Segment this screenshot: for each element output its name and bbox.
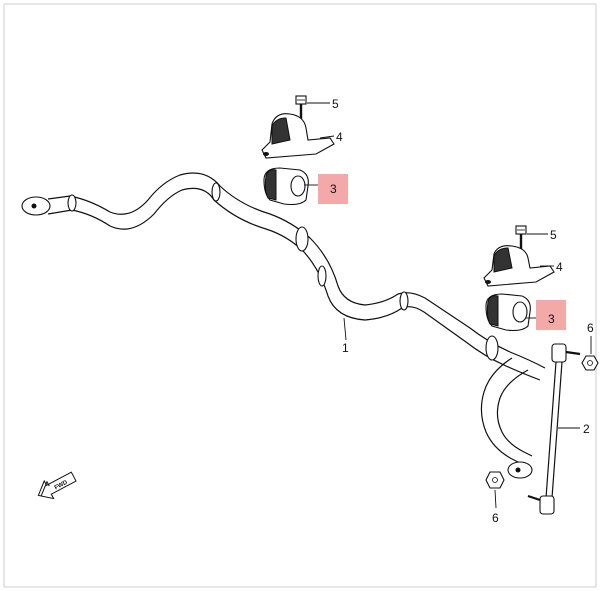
bushing-right: [485, 293, 531, 332]
callout-1-label: 1: [342, 341, 349, 355]
callout-1-leader: [343, 317, 347, 341]
callout-4-right-label: 4: [556, 260, 563, 274]
diagram-border: [3, 3, 597, 588]
forward-direction-arrow: FWD: [37, 471, 77, 500]
callout-3-left-highlight: [318, 174, 348, 204]
nut-upper: [581, 355, 599, 371]
callout-4-left-leader: [319, 135, 335, 139]
callout-6-lower-label: 6: [492, 511, 499, 525]
stabilizer-bar: [21, 172, 546, 479]
bracket-right: [483, 245, 555, 287]
nut-lower: [485, 471, 505, 489]
bushing-left: [263, 167, 309, 206]
callout-3-left-label: 3: [330, 182, 337, 196]
callout-3-right-label: 3: [548, 312, 555, 326]
callout-3-right-highlight: [536, 300, 566, 330]
bracket-left: [261, 113, 335, 159]
callout-2-label: 2: [583, 422, 590, 436]
callout-6-upper-label: 6: [587, 321, 594, 335]
callout-5-left-label: 5: [332, 97, 339, 111]
callout-4-left-label: 4: [336, 130, 343, 144]
callout-6-lower-leader: [494, 489, 497, 509]
callout-5-right-label: 5: [550, 228, 557, 242]
stabilizer-link: [527, 343, 581, 515]
